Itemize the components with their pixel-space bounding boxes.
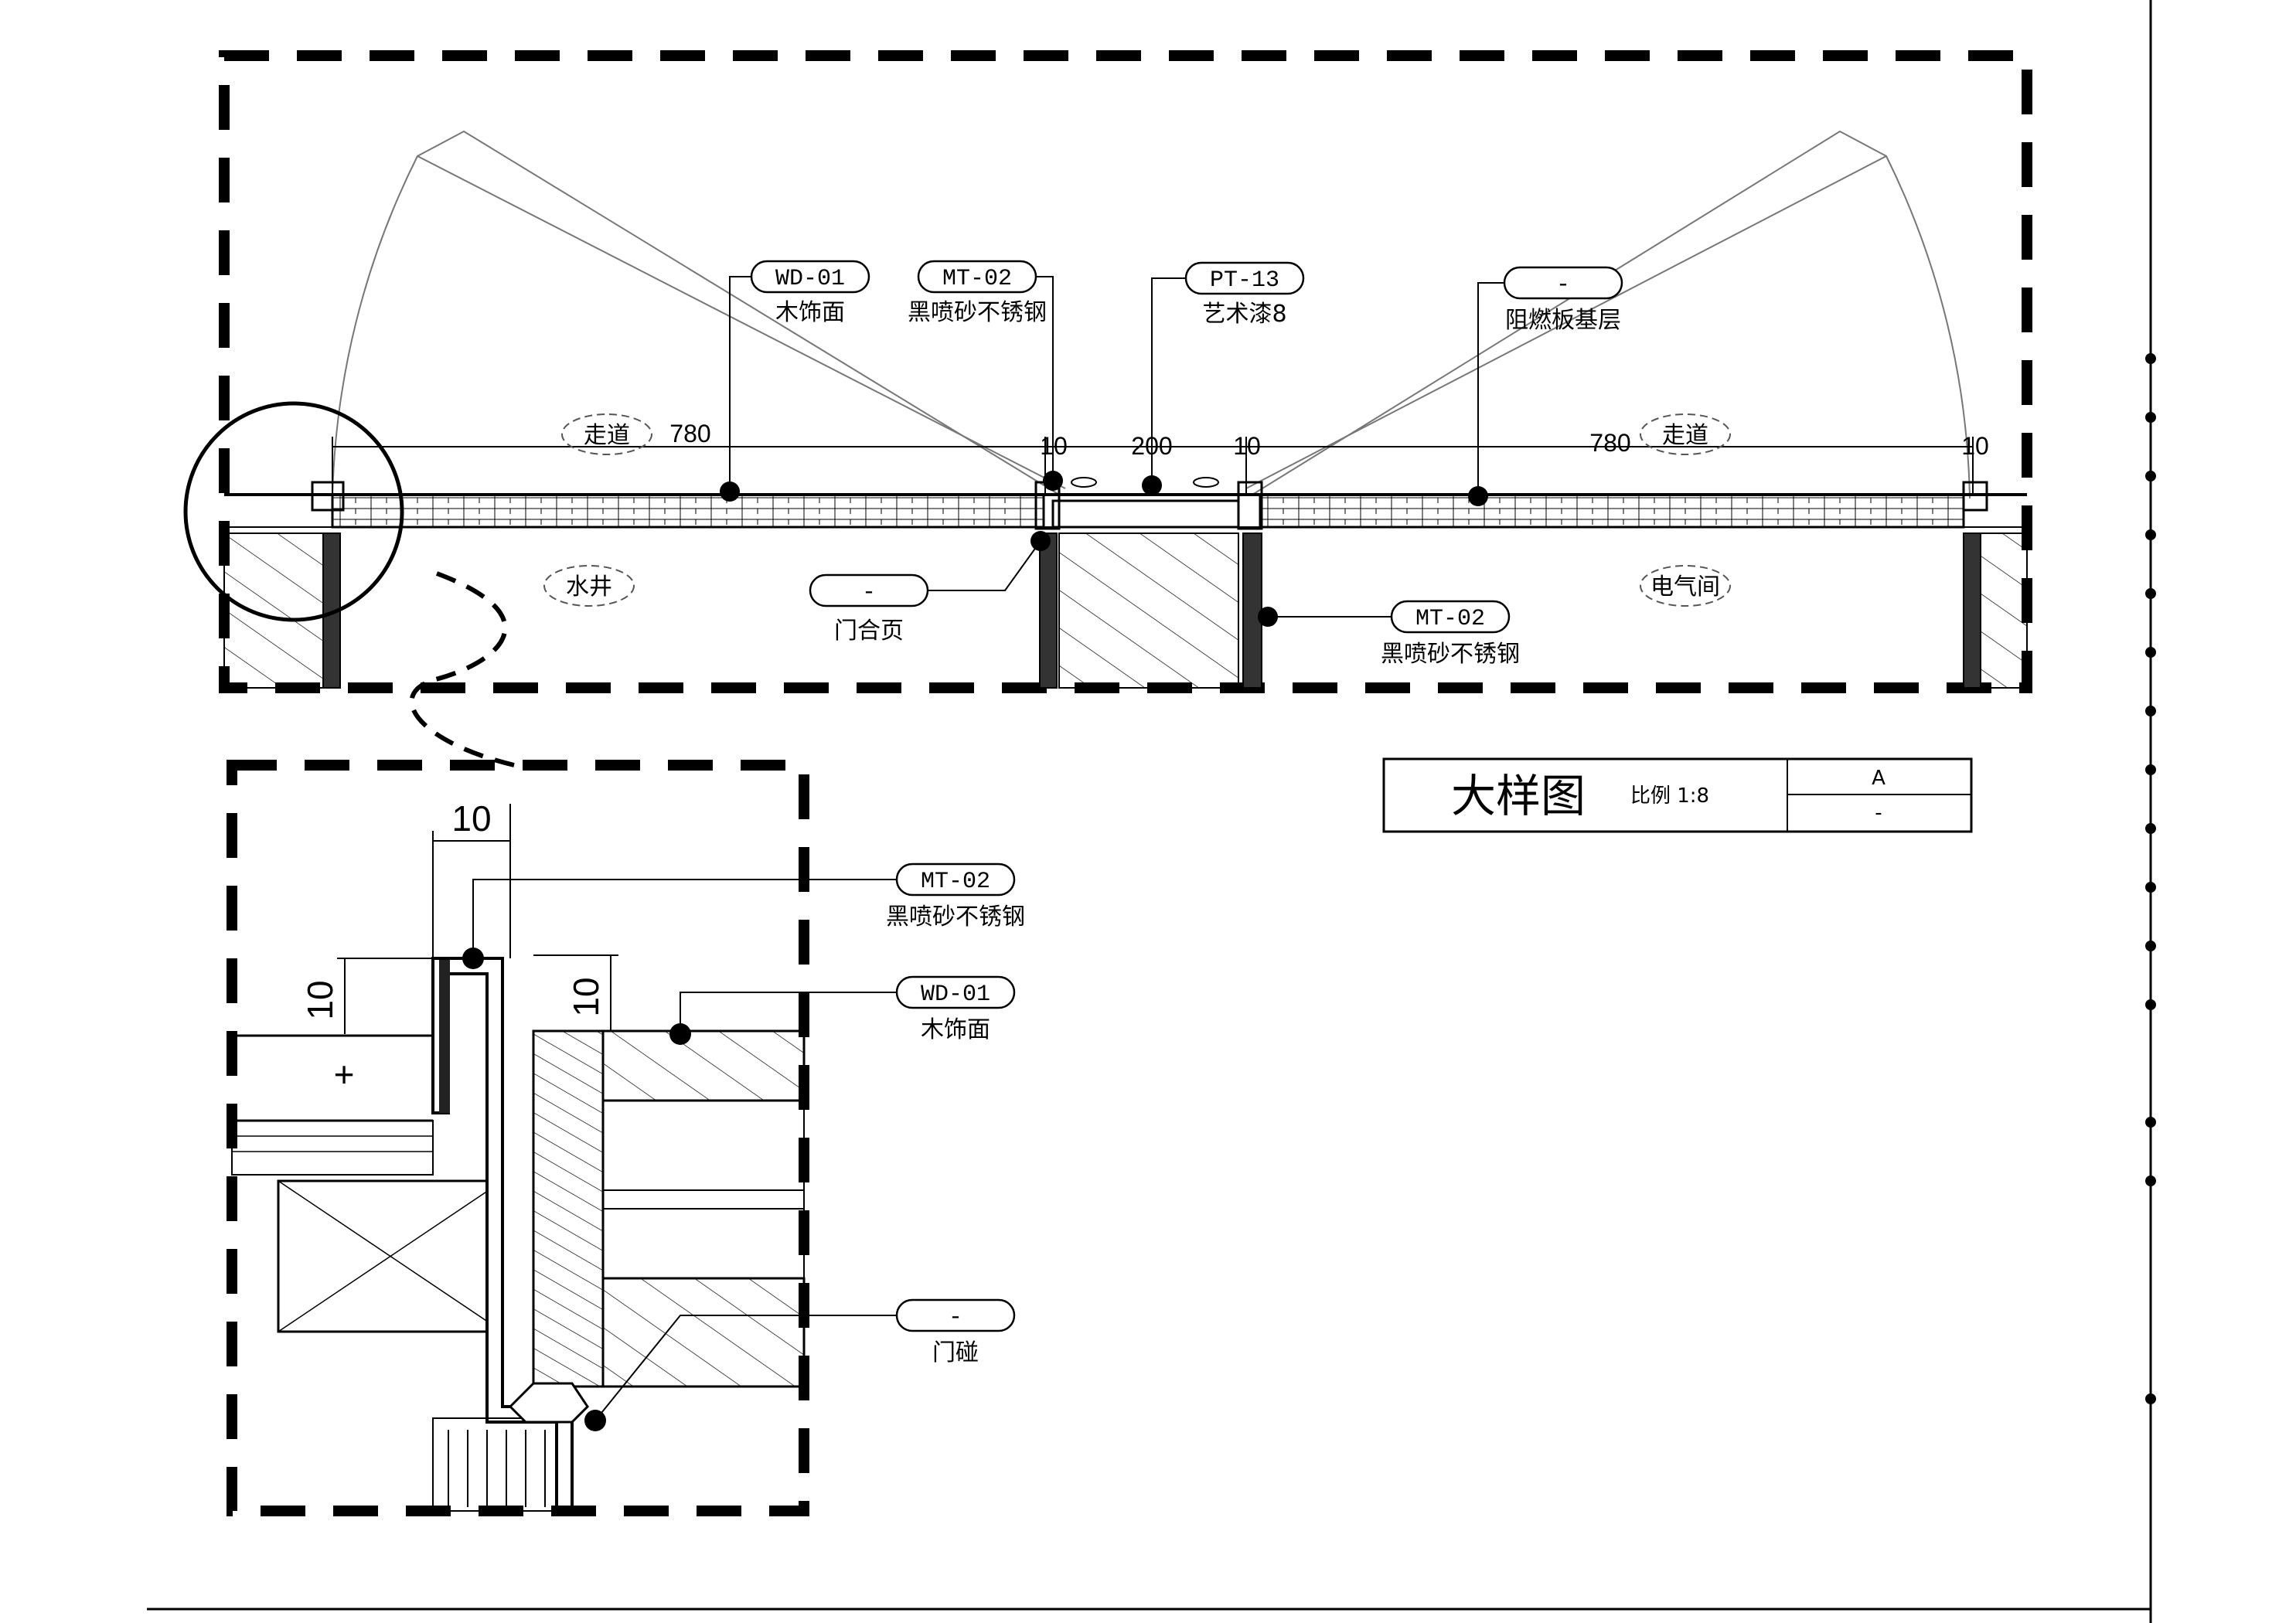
frame-block [532, 1029, 605, 1388]
svg-text:艺术漆8: 艺术漆8 [1202, 301, 1286, 328]
svg-text:MT-02: MT-02 [921, 869, 990, 895]
room-corridor-right: 走道 [1662, 422, 1708, 449]
detail-dim-10-right: 10 [566, 977, 606, 1016]
room-water-shaft: 水井 [566, 573, 612, 601]
svg-text:黑喷砂不锈钢: 黑喷砂不锈钢 [886, 903, 1025, 931]
ref-text: A [1872, 767, 1886, 790]
door-leaf-right [1259, 493, 1965, 529]
svg-text:-: - [862, 580, 876, 606]
svg-text:门碰: 门碰 [932, 1339, 979, 1366]
svg-text:黑喷砂不锈钢: 黑喷砂不锈钢 [1381, 641, 1520, 668]
callout-wd01-top: WD-01 木饰面 [720, 260, 870, 502]
dim-10-c: 10 [1961, 432, 1989, 460]
svg-text:木饰面: 木饰面 [921, 1016, 990, 1043]
detail-leader [409, 571, 515, 767]
svg-text:WD-01: WD-01 [921, 982, 990, 1008]
scale-text: 比例 1:8 [1630, 784, 1709, 808]
svg-text:-: - [949, 1305, 962, 1331]
enlarged-detail: + 10 [227, 760, 1025, 1516]
title-text: 大样图 [1451, 770, 1586, 822]
wall-right [1978, 532, 2028, 689]
title-block: 大样图 比例 1:8 A - [1382, 757, 1973, 833]
detail-dim-10-top: 10 [451, 798, 491, 839]
sheet-text: - [1875, 801, 1882, 825]
callout-wd01-detail: WD-01 木饰面 [669, 975, 1016, 1045]
svg-text:MT-02: MT-02 [942, 266, 1012, 292]
svg-text:阻燃板基层: 阻燃板基层 [1505, 307, 1621, 334]
dim-10-b: 10 [1233, 432, 1261, 460]
detail-dim-10-left: 10 [300, 980, 340, 1019]
door-swing-right-inner [1252, 130, 1887, 495]
callout-doorstop: - 门碰 [584, 1298, 1016, 1431]
svg-text:MT-02: MT-02 [1415, 606, 1485, 632]
svg-text:-: - [1556, 272, 1570, 298]
callout-hinge: - 门合页 [809, 531, 1051, 645]
door-swing-left-inner [417, 130, 1060, 495]
callout-mt02-detail: MT-02 黑喷砂不锈钢 [462, 863, 1025, 969]
margin-ticks [2145, 353, 2156, 1404]
svg-text:WD-01: WD-01 [775, 266, 845, 292]
wall-mid [1058, 532, 1239, 689]
callout-mt02-mid: MT-02 黑喷砂不锈钢 [1258, 600, 1520, 668]
dim-780-left: 780 [669, 420, 710, 447]
door-leaf-left [331, 493, 1045, 529]
callout-fire-board: - 阻燃板基层 [1468, 266, 1623, 506]
svg-text:木饰面: 木饰面 [775, 299, 845, 326]
mid-panel [1051, 499, 1240, 529]
door-swing-left [332, 155, 1066, 499]
svg-text:黑喷砂不锈钢: 黑喷砂不锈钢 [908, 299, 1047, 326]
svg-text:+: + [334, 1054, 355, 1094]
wood-panel [601, 1029, 806, 1102]
wall-left [223, 532, 325, 689]
detail-circle [183, 401, 404, 622]
plan-view: 走道 走道 水井 电气间 780 10 200 10 780 10 WD-01 … [183, 50, 2032, 767]
plan-frame [219, 50, 2032, 693]
dim-780-right: 780 [1589, 429, 1630, 457]
callout-pt13: PT-13 艺术漆8 [1142, 261, 1305, 495]
room-corridor-left: 走道 [584, 422, 630, 449]
callout-mt02-top: MT-02 黑喷砂不锈钢 [908, 260, 1063, 491]
room-electrical: 电气间 [1650, 573, 1720, 601]
svg-text:PT-13: PT-13 [1210, 267, 1279, 294]
svg-text:门合页: 门合页 [834, 618, 904, 645]
door-swing-right [1245, 155, 1971, 499]
doorstop-shape [508, 1382, 589, 1424]
